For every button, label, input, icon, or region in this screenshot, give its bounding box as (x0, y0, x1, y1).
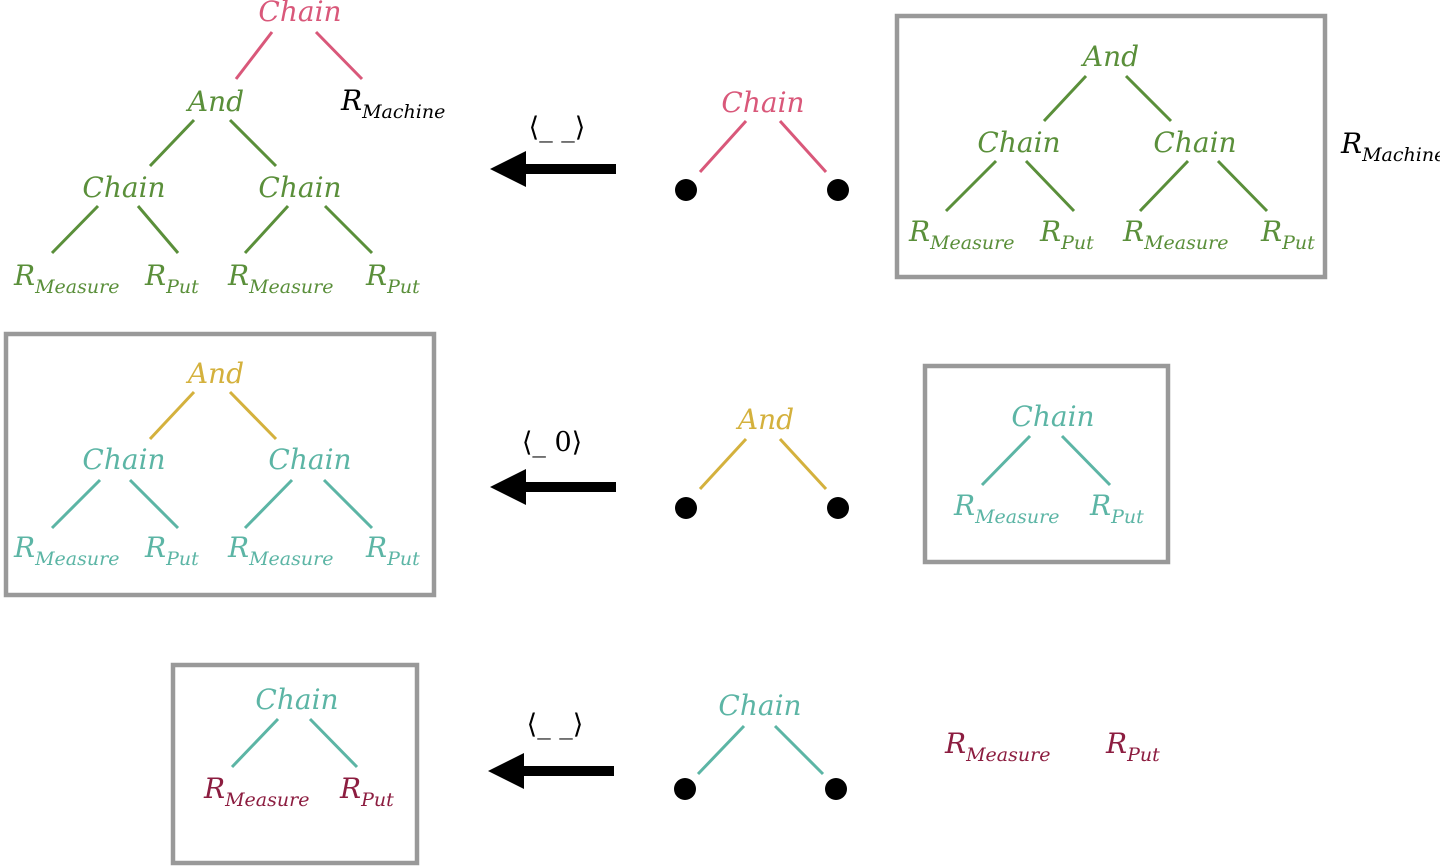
node-chain-right: Chain (1153, 126, 1236, 159)
input-box (894, 13, 1328, 280)
left-arrow-icon (488, 753, 524, 789)
row-3-operator: ⟨_ _⟩ (488, 709, 614, 789)
leaf-r-put: RPut (144, 259, 199, 298)
row-1-result-tree: Chain And RMachine Chain Chain RMeasure … (13, 0, 445, 298)
row-2-result-tree: And Chain Chain RMeasure RPut RMeasure R… (3, 331, 437, 598)
operator-label: ⟨_ _⟩ (529, 112, 586, 143)
row-1-operator: ⟨_ _⟩ (490, 112, 616, 187)
leaf-r-put: RPut (365, 531, 420, 570)
leaf-r-put: RPut (339, 772, 394, 811)
row-2-template: And (675, 403, 849, 519)
node-chain-root: Chain (258, 0, 341, 28)
node-chain-left: Chain (977, 126, 1060, 159)
node-and: And (1080, 40, 1139, 73)
leaf-r-measure: RMeasure (944, 727, 1050, 766)
row-3-result-tree: Chain RMeasure RPut (170, 662, 420, 866)
result-box (3, 331, 437, 598)
leaf-r-machine: RMachine (1340, 127, 1440, 166)
operator-label: ⟨_ _⟩ (527, 709, 584, 740)
row-1-template: Chain (675, 86, 849, 201)
node-chain-left: Chain (82, 171, 165, 204)
leaf-r-put: RPut (1089, 489, 1144, 528)
template-node-and: And (735, 403, 794, 436)
node-and: And (185, 357, 244, 390)
slot-dot (674, 778, 696, 800)
node-chain: Chain (1011, 400, 1094, 433)
row-3-inputs: RMeasure RPut (944, 727, 1160, 766)
node-chain-right: Chain (268, 443, 351, 476)
row-1-inputs: And Chain Chain RMeasure RPut RMeasure R… (894, 13, 1440, 280)
leaf-r-put: RPut (1105, 727, 1160, 766)
leaf-r-put: RPut (1039, 215, 1094, 254)
leaf-r-measure: RMeasure (227, 259, 333, 298)
template-node-chain: Chain (721, 86, 804, 119)
leaf-r-measure: RMeasure (227, 531, 333, 570)
leaf-r-measure: RMeasure (953, 489, 1059, 528)
row-2-inputs: Chain RMeasure RPut (922, 363, 1171, 565)
leaf-r-measure: RMeasure (13, 259, 119, 298)
leaf-r-put: RPut (365, 259, 420, 298)
row-3-template: Chain (674, 689, 847, 800)
leaf-r-measure: RMeasure (13, 531, 119, 570)
template-node-chain: Chain (718, 689, 801, 722)
slot-dot (827, 497, 849, 519)
leaf-r-measure: RMeasure (203, 772, 309, 811)
node-chain-right: Chain (258, 171, 341, 204)
result-box (170, 662, 420, 866)
row-2-operator: ⟨_ 0⟩ (490, 427, 616, 505)
node-chain-left: Chain (82, 443, 165, 476)
leaf-r-put: RPut (1260, 215, 1315, 254)
input-box (922, 363, 1171, 565)
slot-dot (675, 179, 697, 201)
slot-dot (675, 497, 697, 519)
leaf-r-put: RPut (144, 531, 199, 570)
leaf-r-measure: RMeasure (1122, 215, 1228, 254)
operator-label: ⟨_ 0⟩ (522, 427, 582, 458)
node-and: And (185, 85, 244, 118)
slot-dot (827, 179, 849, 201)
left-arrow-icon (490, 151, 526, 187)
slot-dot (825, 778, 847, 800)
left-arrow-icon (490, 469, 526, 505)
leaf-r-machine: RMachine (340, 84, 445, 123)
node-chain: Chain (255, 683, 338, 716)
leaf-r-measure: RMeasure (908, 215, 1014, 254)
